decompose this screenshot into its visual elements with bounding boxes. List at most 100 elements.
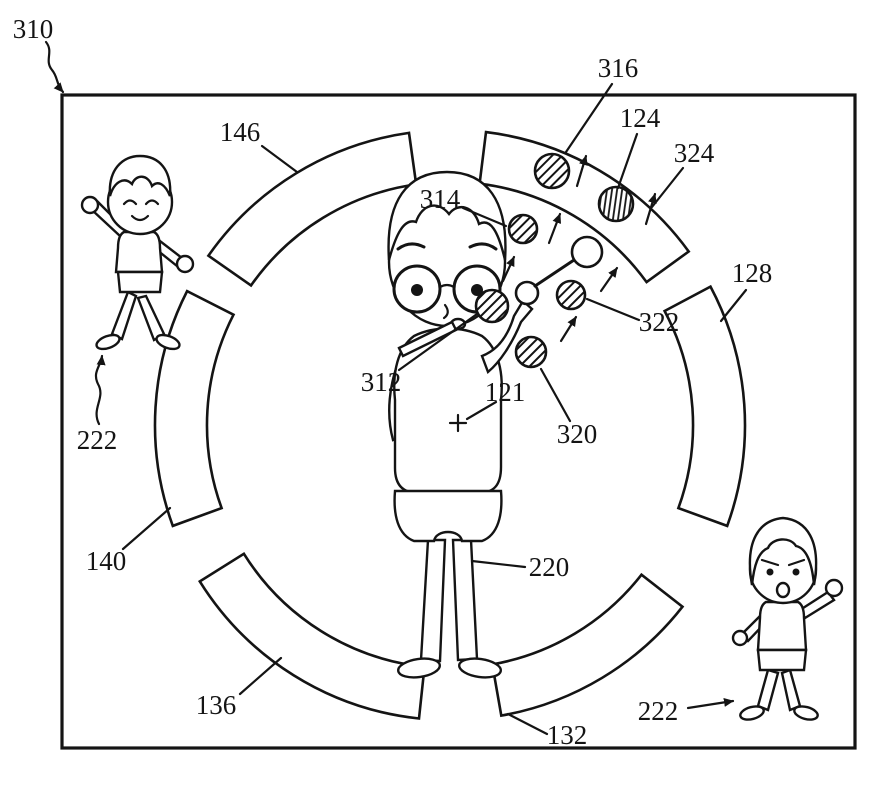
dancer-tl-right-hand: [175, 254, 195, 274]
arc-top-left: [206, 131, 418, 288]
dancer-br-hair: [748, 516, 818, 586]
right-arm: [480, 299, 534, 375]
label-128: 128: [732, 258, 773, 288]
ball-322: [555, 279, 587, 311]
left-eyebrow: [396, 242, 426, 251]
dancer-tl-right-foot: [155, 333, 181, 351]
leader-316: [564, 82, 614, 154]
ball-324: [597, 185, 635, 223]
leader-124: [616, 132, 639, 190]
leader-140: [121, 506, 172, 551]
arc-bottom-left: [198, 552, 426, 720]
label-140: 140: [86, 546, 127, 576]
dancer-top-left: [80, 154, 195, 351]
leader-136: [238, 656, 283, 696]
left-foot: [396, 657, 442, 679]
dancer-tl-right-leg: [136, 294, 166, 342]
ball-312: [474, 288, 510, 324]
central-character: [387, 170, 604, 679]
left-leg: [419, 538, 447, 663]
nose: [442, 303, 449, 320]
dancer-br-shorts: [756, 648, 808, 672]
label-324: 324: [674, 138, 715, 168]
label-136: 136: [196, 690, 237, 720]
dancer-tl-hair: [108, 154, 172, 197]
label-132: 132: [547, 720, 588, 750]
dancer-br-mouth: [775, 581, 791, 599]
leader-146: [260, 144, 299, 174]
leader-314: [461, 206, 508, 228]
label-222-top: 222: [77, 425, 118, 455]
wand-ball: [570, 235, 604, 269]
dancer-tl-right-eye: [144, 199, 160, 206]
torso: [393, 327, 503, 495]
leader-222-bottom: [686, 697, 735, 710]
label-222-bottom: 222: [638, 696, 679, 726]
chest-plus-marker: [448, 413, 468, 433]
dancer-br-left-eye: [766, 568, 774, 576]
motion-arrow-316: [575, 154, 588, 188]
leader-121: [465, 400, 498, 421]
label-220: 220: [529, 552, 570, 582]
leader-222-top: [94, 354, 106, 426]
wand: [533, 258, 576, 288]
right-foot: [457, 657, 503, 679]
arc-top-right: [478, 130, 691, 284]
arc-ring: [153, 130, 747, 720]
ball-314: [507, 213, 539, 245]
motion-arrow-322: [599, 266, 619, 293]
leader-132: [506, 712, 549, 736]
dancer-br-torso: [756, 600, 808, 652]
label-312: 312: [361, 367, 402, 397]
motion-arrows: [501, 154, 657, 343]
hair: [387, 170, 507, 261]
motion-arrow-314: [547, 212, 562, 245]
dancer-br-left-hand: [731, 629, 749, 647]
leader-lines: [44, 40, 748, 736]
display-frame: [60, 93, 857, 750]
right-pupil: [471, 284, 483, 296]
dancer-tl-torso: [114, 230, 164, 274]
dancer-br-right-hand: [824, 578, 844, 598]
leader-128: [719, 288, 748, 323]
dancer-br-left-leg: [756, 668, 780, 712]
label-322: 322: [639, 307, 680, 337]
leader-220: [470, 559, 527, 569]
motion-arrow-324: [644, 192, 657, 226]
leader-312: [397, 312, 479, 372]
reference-labels: 310 146 316 124 324 314 128 322 312 121 …: [13, 14, 773, 750]
dancer-tl-shorts: [116, 270, 164, 294]
arc-bottom-right: [490, 572, 685, 718]
dancer-br-left-foot: [739, 705, 765, 721]
balls: [474, 152, 635, 369]
glasses-bridge: [438, 283, 456, 289]
dancer-br-right-leg: [780, 668, 802, 712]
dancer-br-right-eye: [792, 568, 800, 576]
hand: [514, 280, 540, 306]
left-pupil: [411, 284, 423, 296]
dancer-br-right-foot: [793, 705, 819, 721]
dancer-tl-left-leg: [110, 290, 138, 341]
motion-arrow-312: [501, 255, 516, 283]
leader-322: [585, 297, 641, 322]
leader-324: [650, 166, 685, 209]
right-leg: [451, 538, 479, 662]
dancer-tl-smile: [130, 214, 150, 222]
dancer-tl-left-eye: [122, 199, 138, 206]
label-121: 121: [485, 377, 526, 407]
arc-right: [662, 284, 747, 528]
dancer-tl-left-foot: [95, 333, 121, 351]
motion-arrow-320: [559, 315, 578, 343]
ball-320: [514, 335, 548, 369]
dancer-br-left-eyebrow: [760, 558, 780, 567]
dancer-bottom-right: [731, 516, 844, 721]
label-320: 320: [557, 419, 598, 449]
label-316: 316: [598, 53, 639, 83]
arc-left: [153, 289, 236, 528]
ball-316: [533, 152, 571, 190]
label-146: 146: [220, 117, 261, 147]
leader-310: [44, 40, 65, 94]
dancer-tl-left-hand: [80, 195, 100, 215]
